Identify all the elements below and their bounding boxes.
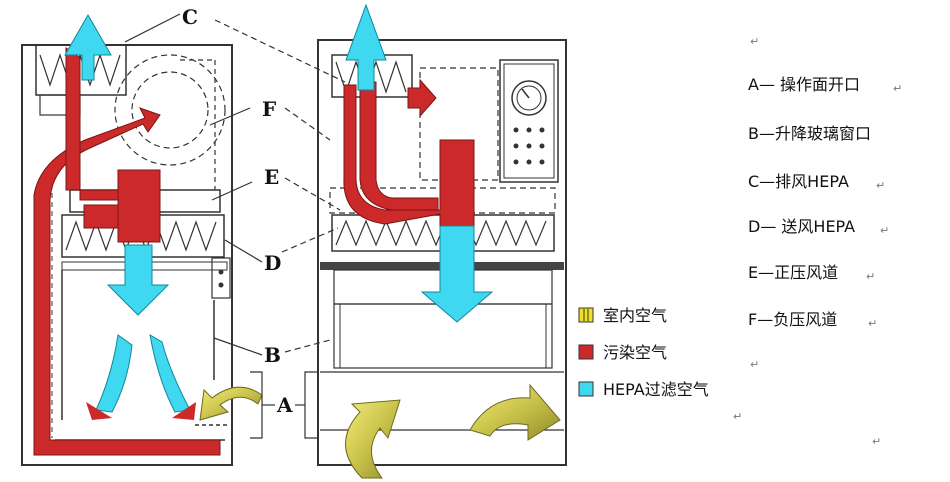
label-d: D [264,251,281,275]
paragraph-mark: ↵ [893,82,902,95]
legend-room-air: 室内空气 [603,306,667,325]
label-a: A [276,393,293,417]
label-f: F [262,97,276,121]
legend-hepa-air: HEPA过滤空气 [603,380,709,399]
paragraph-mark: ↵ [750,358,759,371]
paragraph-mark: ↵ [866,270,875,283]
yellow-square-icon [578,307,594,323]
key-item-b: B—升降玻璃窗口 [748,124,871,143]
label-b: B [264,343,281,367]
red-square-icon [578,344,594,360]
paragraph-mark: ↵ [876,179,885,192]
paragraph-mark: ↵ [868,317,877,330]
right-cabinet [317,3,567,479]
key-item-e: E—正压风道 [748,263,838,282]
key-item-d: D— 送风HEPA [748,217,855,236]
paragraph-mark: ↵ [750,35,759,48]
key-item-a: A— 操作面开口 [748,75,860,94]
label-e: E [264,165,279,189]
label-c: C [182,5,198,29]
cyan-square-icon [578,381,594,397]
legend: 室内空气 污染空气 HEPA过滤空气 [578,306,709,399]
key-item-f: F—负压风道 [748,310,837,329]
leader-lines [124,13,346,439]
legend-contaminated-air: 污染空气 [603,343,667,362]
key-item-c: C—排风HEPA [748,172,849,191]
paragraph-mark: ↵ [733,410,742,423]
key-list: ↵ A— 操作面开口 ↵ B—升降玻璃窗口 C—排风HEPA ↵ D— 送风HE… [733,35,902,448]
paragraph-mark: ↵ [872,435,881,448]
paragraph-mark: ↵ [880,224,889,237]
left-cabinet [21,13,263,466]
